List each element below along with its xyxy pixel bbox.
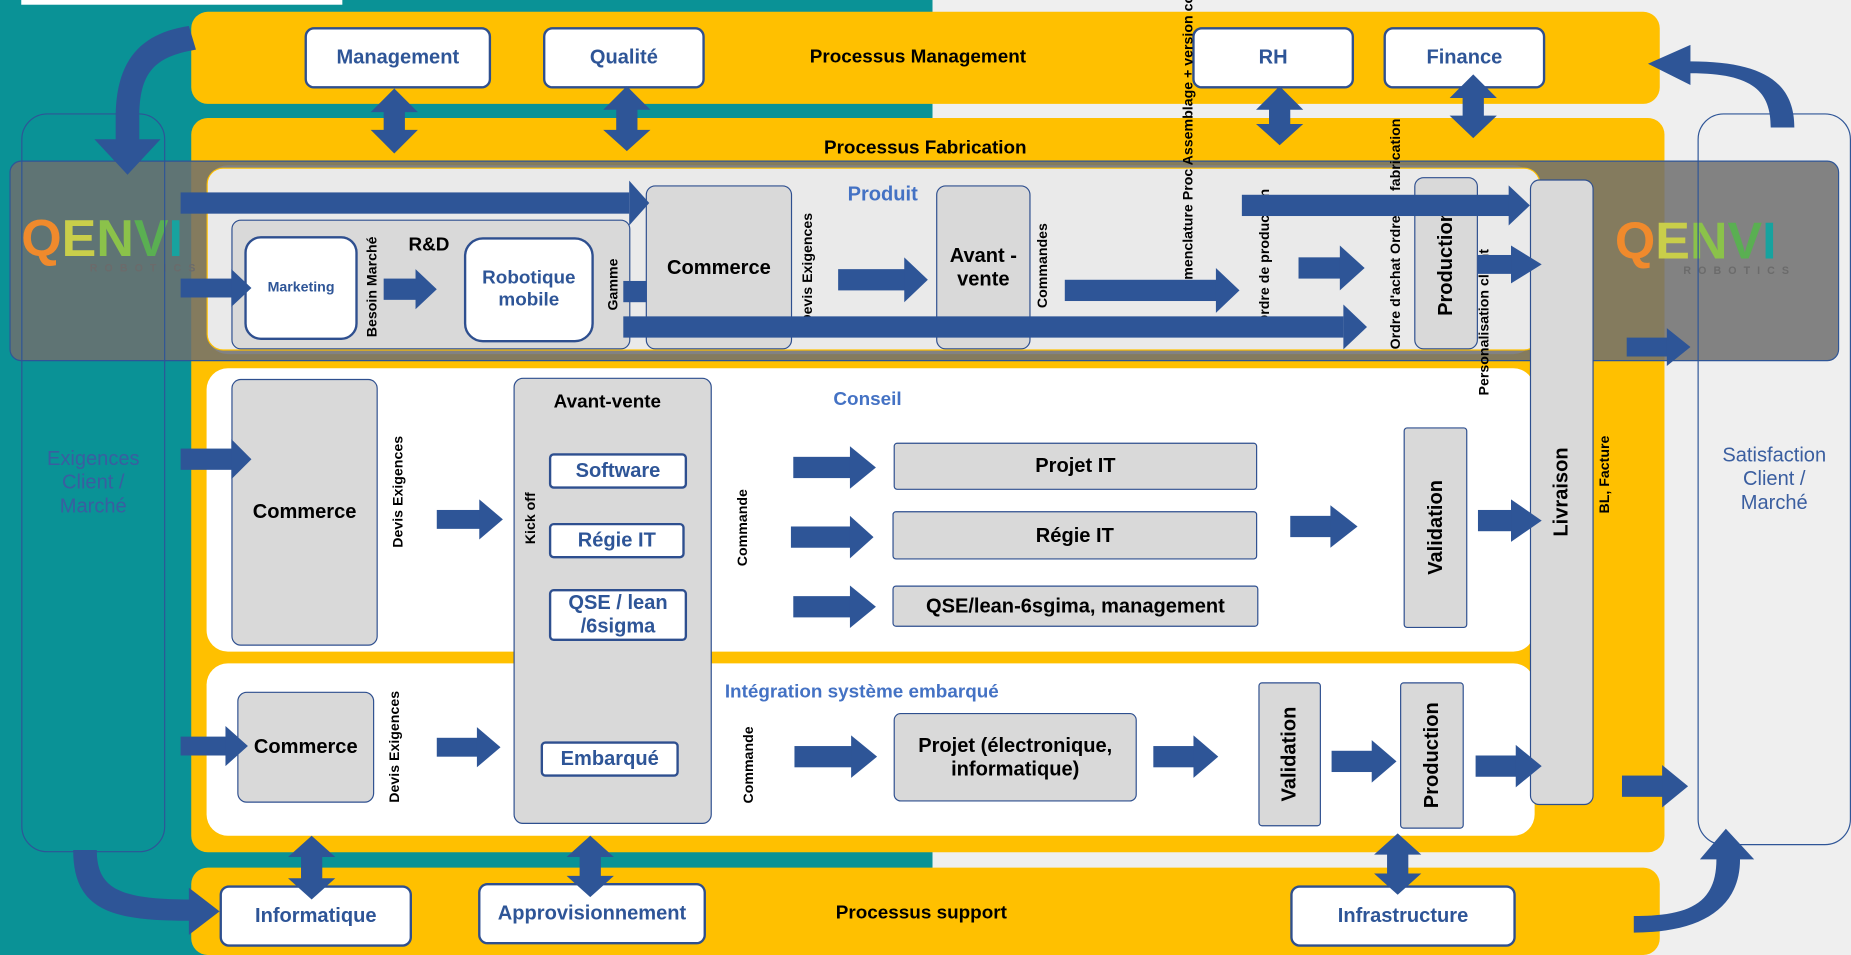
produit-title: Produit [847,182,918,206]
conseil-title: Conseil [833,389,902,410]
regie-box[interactable]: Régie IT [548,522,685,559]
rh-box[interactable]: RH [1192,27,1355,89]
exigences-client-box: Exigences Client / Marché [21,113,166,853]
qenvi-logo-left: QENVI ROBOTICS [21,210,203,274]
robotique-box[interactable]: Robotique mobile [463,237,594,343]
qse-box[interactable]: QSE / lean /6sigma [548,589,688,641]
satisfaction-client-box: Satisfaction Client / Marché [1697,113,1851,846]
commerce-conseil-box[interactable]: Commerce [231,378,378,646]
support-title: Processus support [835,903,1007,924]
curved-arrow-icon [73,25,1795,935]
validation-conseil-box[interactable]: Validation [1403,427,1468,629]
marketing-box[interactable]: Marketing [244,236,358,340]
regie-it-box[interactable]: Régie IT [892,511,1258,560]
validation-emb-box[interactable]: Validation [1258,682,1321,827]
projet-it-box[interactable]: Projet IT [893,442,1258,490]
top-strip [21,0,343,5]
qenvi-logo-right: QENVI ROBOTICS [1614,212,1797,277]
qse-mgmt-box[interactable]: QSE/lean-6sgima, management [892,585,1259,627]
arrow-right-icon [180,180,1691,808]
projet-emb-box[interactable]: Projet (électronique, informatique) [893,713,1137,802]
finance-box[interactable]: Finance [1383,27,1546,89]
livraison-box[interactable]: Livraison [1529,179,1594,806]
rd-label: R&D [408,234,450,255]
avant-vente-title: Avant-vente [553,391,662,412]
embarque-box[interactable]: Embarqué [540,741,679,777]
embarque-title: Intégration système embarqué [724,682,999,703]
qualite-box[interactable]: Qualité [543,27,705,89]
software-box[interactable]: Software [548,453,688,489]
commerce-emb-box[interactable]: Commerce [237,691,375,803]
management-box[interactable]: Management [304,27,492,89]
double-arrow-icon [288,74,1497,900]
infrastructure-box[interactable]: Infrastructure [1290,885,1516,947]
fabrication-title: Processus Fabrication [823,138,1027,159]
management-title: Processus Management [809,47,1027,68]
production-emb-box[interactable]: Production [1400,682,1464,829]
